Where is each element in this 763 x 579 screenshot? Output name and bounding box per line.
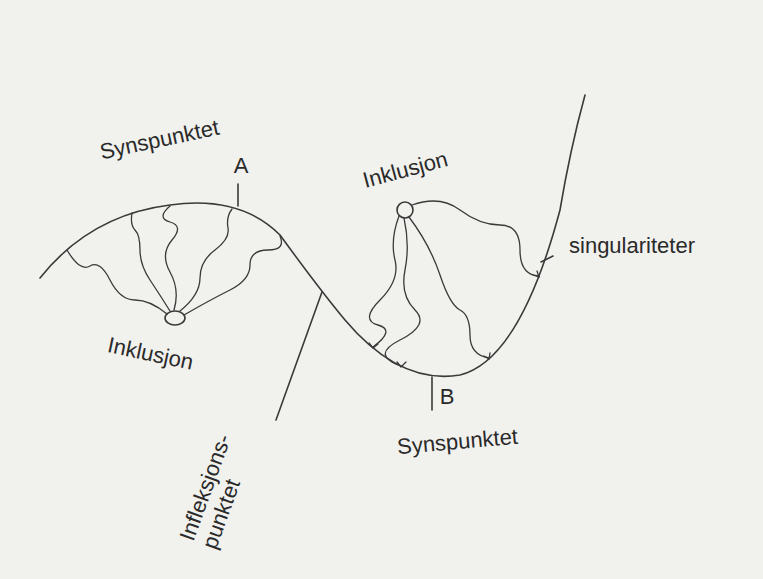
label: B: [440, 385, 455, 409]
leader-line: [276, 292, 322, 420]
curve: [40, 95, 585, 376]
label: A: [234, 154, 249, 178]
leader-line: [541, 256, 553, 262]
tick-b: [431, 377, 433, 410]
tick-a: [237, 184, 239, 206]
label: singulariteter: [569, 234, 695, 258]
inclusion: [165, 311, 185, 325]
end-ticks: [369, 271, 539, 367]
